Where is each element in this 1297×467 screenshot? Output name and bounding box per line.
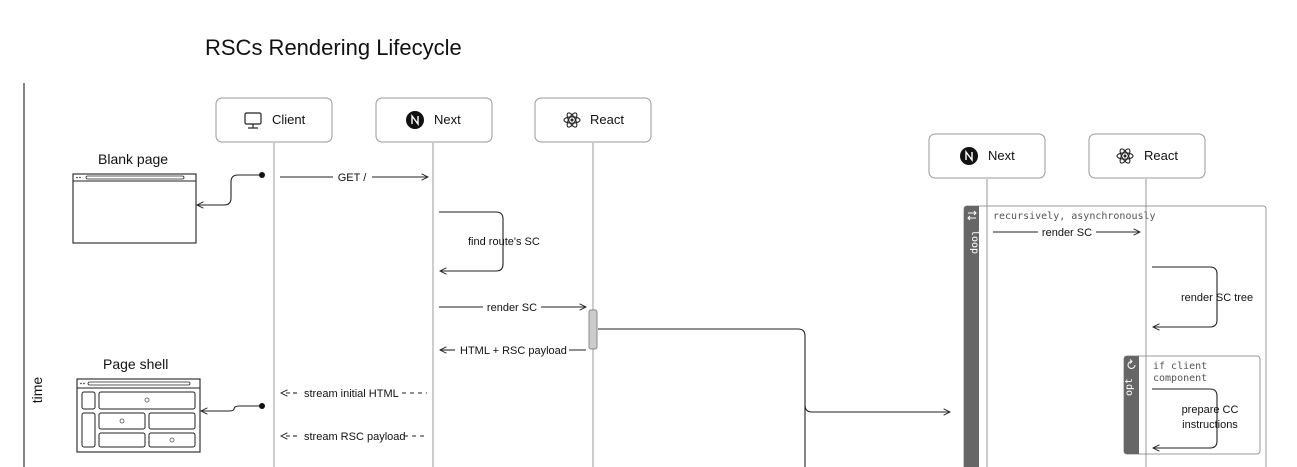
participant-react-right: React [1088, 133, 1206, 179]
participant-next-right-label: Next [988, 148, 1015, 163]
find-route-self-call [439, 211, 504, 271]
render-sc-label: render SC [487, 302, 537, 314]
find-route-label: find route's SC [468, 236, 540, 248]
client-dot [259, 172, 265, 178]
render-sc-right-label: render SC [1042, 227, 1092, 239]
loop-condition: recursively, asynchronously [993, 211, 1156, 222]
prepare-cc-label-line-1: prepare CC [1182, 404, 1239, 416]
diagram-title: RSCs Rendering Lifecycle [205, 35, 462, 60]
loop-arrows-icon [967, 210, 977, 221]
opt-frame: opt if client component [1123, 355, 1261, 455]
opt-tag: opt [1124, 378, 1135, 396]
participant-client-label: Client [272, 112, 306, 127]
stream-html-label: stream initial HTML [304, 388, 399, 400]
client-dot [259, 403, 265, 409]
participant-next-label: Next [434, 112, 461, 127]
html-payload-label: HTML + RSC payload [460, 345, 567, 357]
render-sc-tree-self-call [1152, 266, 1218, 327]
render-sc-tree-label: render SC tree [1181, 292, 1253, 304]
prepare-cc-self-call [1152, 388, 1218, 448]
get-message-label: GET / [338, 172, 367, 184]
page-shell-label: Page shell [103, 356, 168, 372]
expansion-arrow [804, 404, 950, 412]
loop-tag: loop [969, 230, 980, 254]
nextjs-logo-icon [959, 146, 979, 166]
blank-page-label: Blank page [98, 151, 168, 167]
participant-next-right: Next [928, 133, 1046, 179]
expansion-connector [598, 328, 806, 467]
opt-condition-line-2: component [1153, 373, 1207, 384]
loading-spinner-icon [169, 437, 175, 443]
participant-client: Client [215, 97, 333, 143]
time-label: time [29, 377, 45, 404]
prepare-cc-label-line-2: instructions [1182, 419, 1238, 431]
participant-react-label: React [590, 112, 624, 127]
nextjs-logo-icon [405, 110, 425, 130]
render-page-shell-arrow [201, 405, 262, 411]
page-shell-wireframe [76, 378, 201, 453]
participant-next: Next [375, 97, 493, 143]
participant-react-right-label: React [1144, 148, 1178, 163]
refresh-arrow-icon [1127, 359, 1136, 369]
render-blank-page-arrow [197, 174, 262, 205]
stream-rsc-label: stream RSC payload [304, 431, 406, 443]
blank-page-wireframe [72, 173, 197, 244]
loading-spinner-icon [144, 397, 150, 403]
opt-condition-line-1: if client [1153, 361, 1207, 372]
monitor-icon [244, 112, 262, 129]
loop-frame: loop recursively, asynchronously [963, 205, 1267, 467]
participant-react: React [534, 97, 652, 143]
loading-spinner-icon [119, 418, 125, 424]
react-activation-bar [588, 309, 598, 350]
